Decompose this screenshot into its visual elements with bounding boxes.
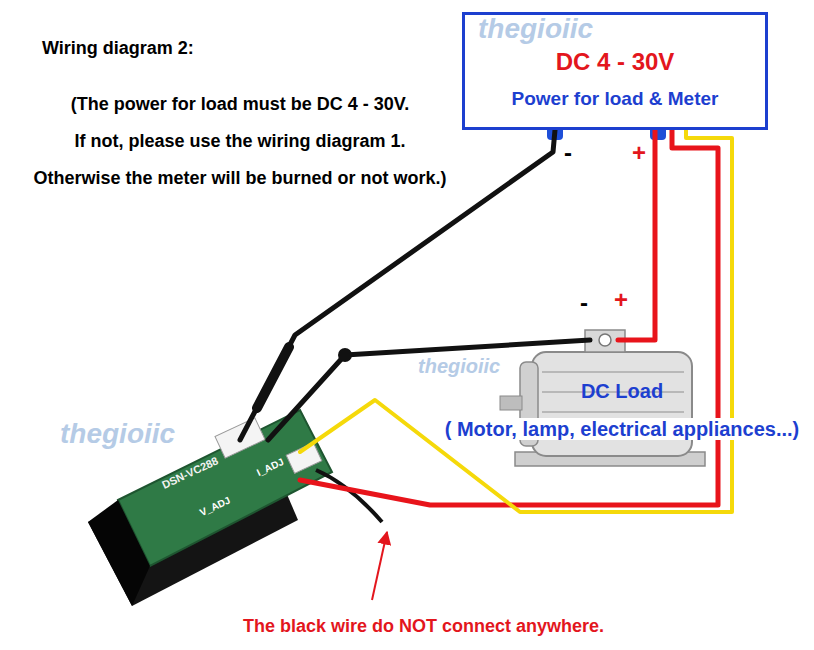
watermark: thegioiic [60,420,175,448]
motor-illustration [500,330,705,466]
watermark: thegioiic [418,356,500,376]
terminal-sign: + [614,287,628,313]
note-line: Otherwise the meter will be burned or no… [0,160,480,197]
note-line: If not, please use the wiring diagram 1. [0,123,480,160]
node-text: Power for load & Meter [512,88,719,110]
watermark: thegioiic [478,15,593,43]
node-text: DC Load [581,380,663,402]
wiring-note: (The power for load must be DC 4 - 30V. … [0,86,480,197]
node-text: DSN-VC288 [160,454,220,490]
terminal-sign: - [564,140,572,166]
node-text: ( Motor, lamp, electrical appliances...) [442,418,803,440]
heatshrink [257,347,289,408]
warning-note: The black wire do NOT connect anywhere. [243,615,604,637]
node-text: DC 4 - 30V [556,48,675,76]
note-line: (The power for load must be DC 4 - 30V. [0,86,480,123]
terminal-sign: - [580,290,588,316]
leader-arrow [372,532,387,600]
terminal-sign: + [632,140,646,166]
diagram-title: Wiring diagram 2: [42,37,194,59]
wire-joint [338,348,352,362]
